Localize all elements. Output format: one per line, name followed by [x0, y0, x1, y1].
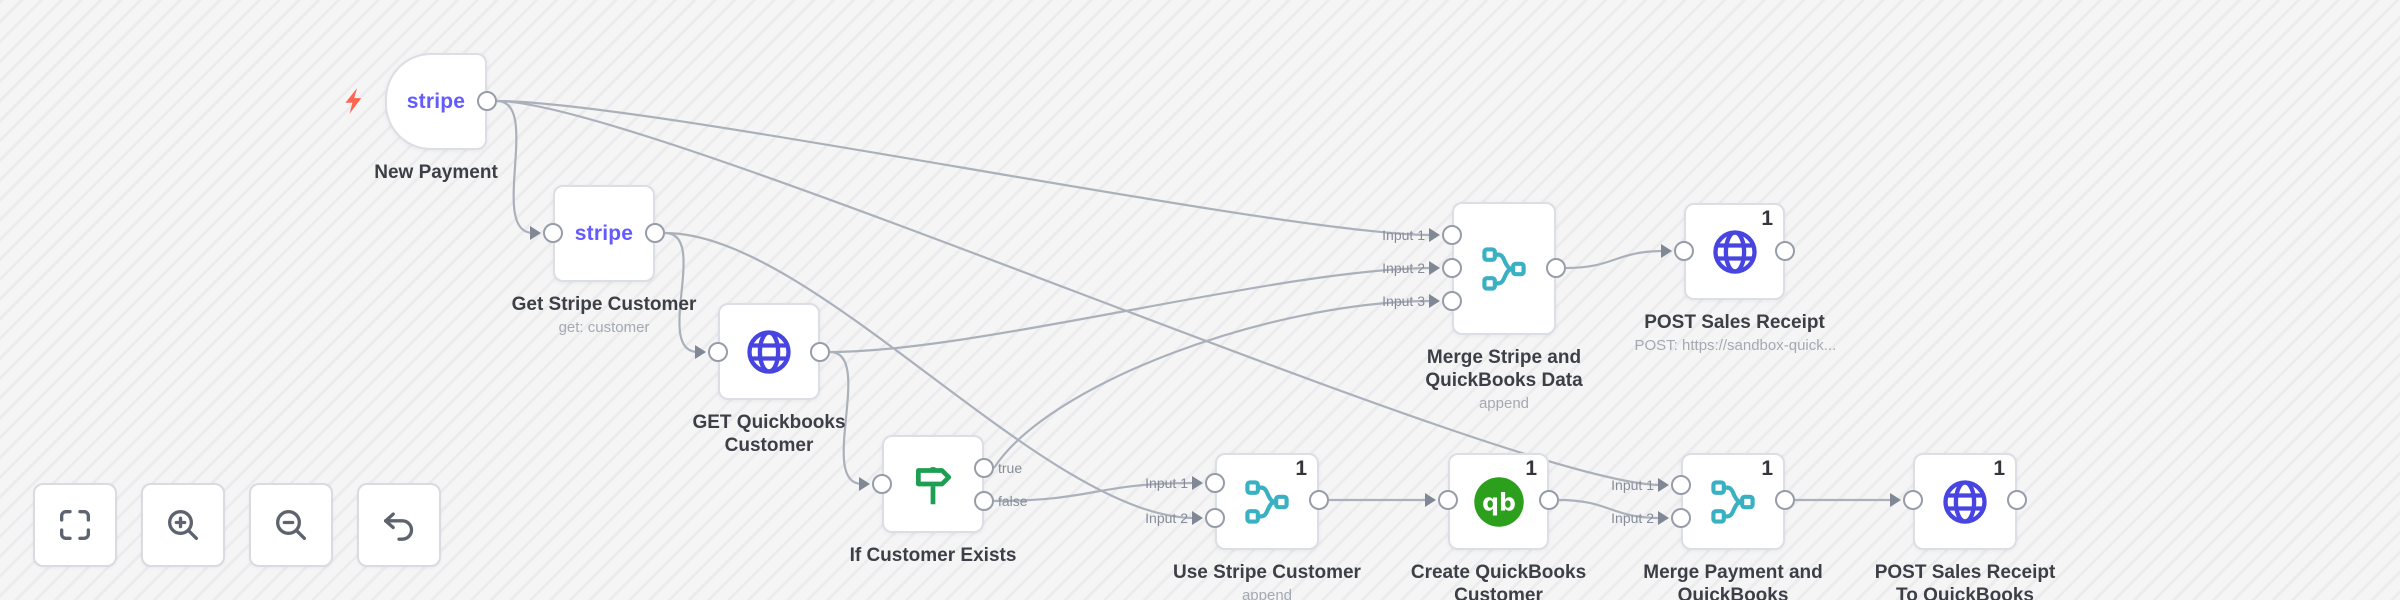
stripe-logo: stripe: [574, 221, 634, 245]
input-port[interactable]: [1674, 241, 1694, 261]
canvas-controls: [33, 483, 441, 567]
zoom-out-button[interactable]: [249, 483, 333, 567]
zoom-out-icon: [276, 510, 306, 540]
items-count-badge: 1: [1993, 457, 2005, 480]
input-port[interactable]: [1442, 291, 1462, 311]
input-port[interactable]: [708, 342, 728, 362]
edge-new-payment-to-merge-stripe-and-quickbooks-data[interactable]: [496, 99, 1433, 237]
output-port[interactable]: [1539, 490, 1559, 510]
input-port[interactable]: [1442, 225, 1462, 245]
items-count-badge: 1: [1761, 457, 1773, 480]
trigger-bolt-icon: [345, 88, 362, 114]
output-port[interactable]: [1775, 490, 1795, 510]
edge-get-stripe-customer-to-use-stripe-customer[interactable]: [664, 231, 1196, 520]
node-post-sales-receipt-to-quickbooks[interactable]: 1: [1913, 453, 2017, 550]
edge-if-customer-exists-to-merge-stripe-and-quickbooks-data[interactable]: [993, 299, 1433, 469]
input-port[interactable]: [1903, 490, 1923, 510]
output-port[interactable]: [477, 91, 497, 111]
edge-merge-stripe-and-quickbooks-data-to-post-sales-receipt[interactable]: [1565, 249, 1665, 270]
svg-text:qb: qb: [1482, 488, 1516, 516]
merge-icon: [1245, 479, 1289, 524]
output-port[interactable]: [1309, 490, 1329, 510]
input-port[interactable]: [872, 474, 892, 494]
globe-icon: [747, 329, 791, 374]
node-use-stripe-customer[interactable]: 1: [1215, 453, 1319, 550]
output-port[interactable]: [1775, 241, 1795, 261]
node-get-quickbooks-customer[interactable]: [718, 303, 820, 400]
zoom-in-button[interactable]: [141, 483, 225, 567]
output-port[interactable]: [974, 491, 994, 511]
input-port[interactable]: [1438, 490, 1458, 510]
node-post-sales-receipt[interactable]: 1: [1684, 203, 1785, 300]
node-if-customer-exists[interactable]: [882, 435, 984, 533]
node-create-quickbooks-customer[interactable]: qb 1: [1448, 453, 1549, 550]
edge-new-payment-to-get-stripe-customer[interactable]: [496, 99, 534, 235]
edge-if-customer-exists-to-use-stripe-customer[interactable]: [993, 481, 1196, 503]
zoom-in-icon: [168, 510, 198, 540]
items-count-badge: 1: [1295, 457, 1307, 480]
node-get-stripe-customer[interactable]: stripe: [553, 185, 655, 282]
merge-icon: [1482, 246, 1526, 291]
output-port[interactable]: [810, 342, 830, 362]
zoom-to-fit-button[interactable]: [33, 483, 117, 567]
input-port[interactable]: [543, 223, 563, 243]
input-port[interactable]: [1205, 508, 1225, 528]
edge-get-stripe-customer-to-get-quickbooks-customer[interactable]: [664, 231, 699, 354]
output-port[interactable]: [2007, 490, 2027, 510]
input-port[interactable]: [1205, 473, 1225, 493]
items-count-badge: 1: [1761, 207, 1773, 230]
output-port[interactable]: [1546, 258, 1566, 278]
output-port[interactable]: [974, 458, 994, 478]
undo-button[interactable]: [357, 483, 441, 567]
edge-get-quickbooks-customer-to-if-customer-exists[interactable]: [829, 350, 863, 486]
edge-new-payment-to-merge-payment-and-quickbooks-customer[interactable]: [496, 99, 1662, 487]
globe-icon: [1712, 229, 1757, 274]
input-port[interactable]: [1442, 258, 1462, 278]
quickbooks-icon: qb: [1473, 476, 1524, 527]
merge-icon: [1711, 479, 1755, 524]
edge-get-quickbooks-customer-to-merge-stripe-and-quickbooks-data[interactable]: [829, 266, 1433, 354]
node-merge-stripe-and-quickbooks-data[interactable]: [1452, 202, 1556, 335]
globe-icon: [1943, 479, 1987, 524]
items-count-badge: 1: [1525, 457, 1537, 480]
input-port[interactable]: [1671, 508, 1691, 528]
node-new-payment[interactable]: stripe: [385, 53, 487, 150]
input-port[interactable]: [1671, 475, 1691, 495]
signpost-icon: [916, 467, 952, 505]
stripe-logo: stripe: [406, 89, 466, 113]
undo-icon: [384, 512, 414, 541]
node-merge-payment-and-quickbooks-customer[interactable]: 1: [1681, 453, 1785, 550]
output-port[interactable]: [645, 223, 665, 243]
edge-create-quickbooks-customer-to-merge-payment-and-quickbooks-customer[interactable]: [1558, 498, 1662, 520]
zoom-to-fit-icon: [60, 510, 91, 540]
